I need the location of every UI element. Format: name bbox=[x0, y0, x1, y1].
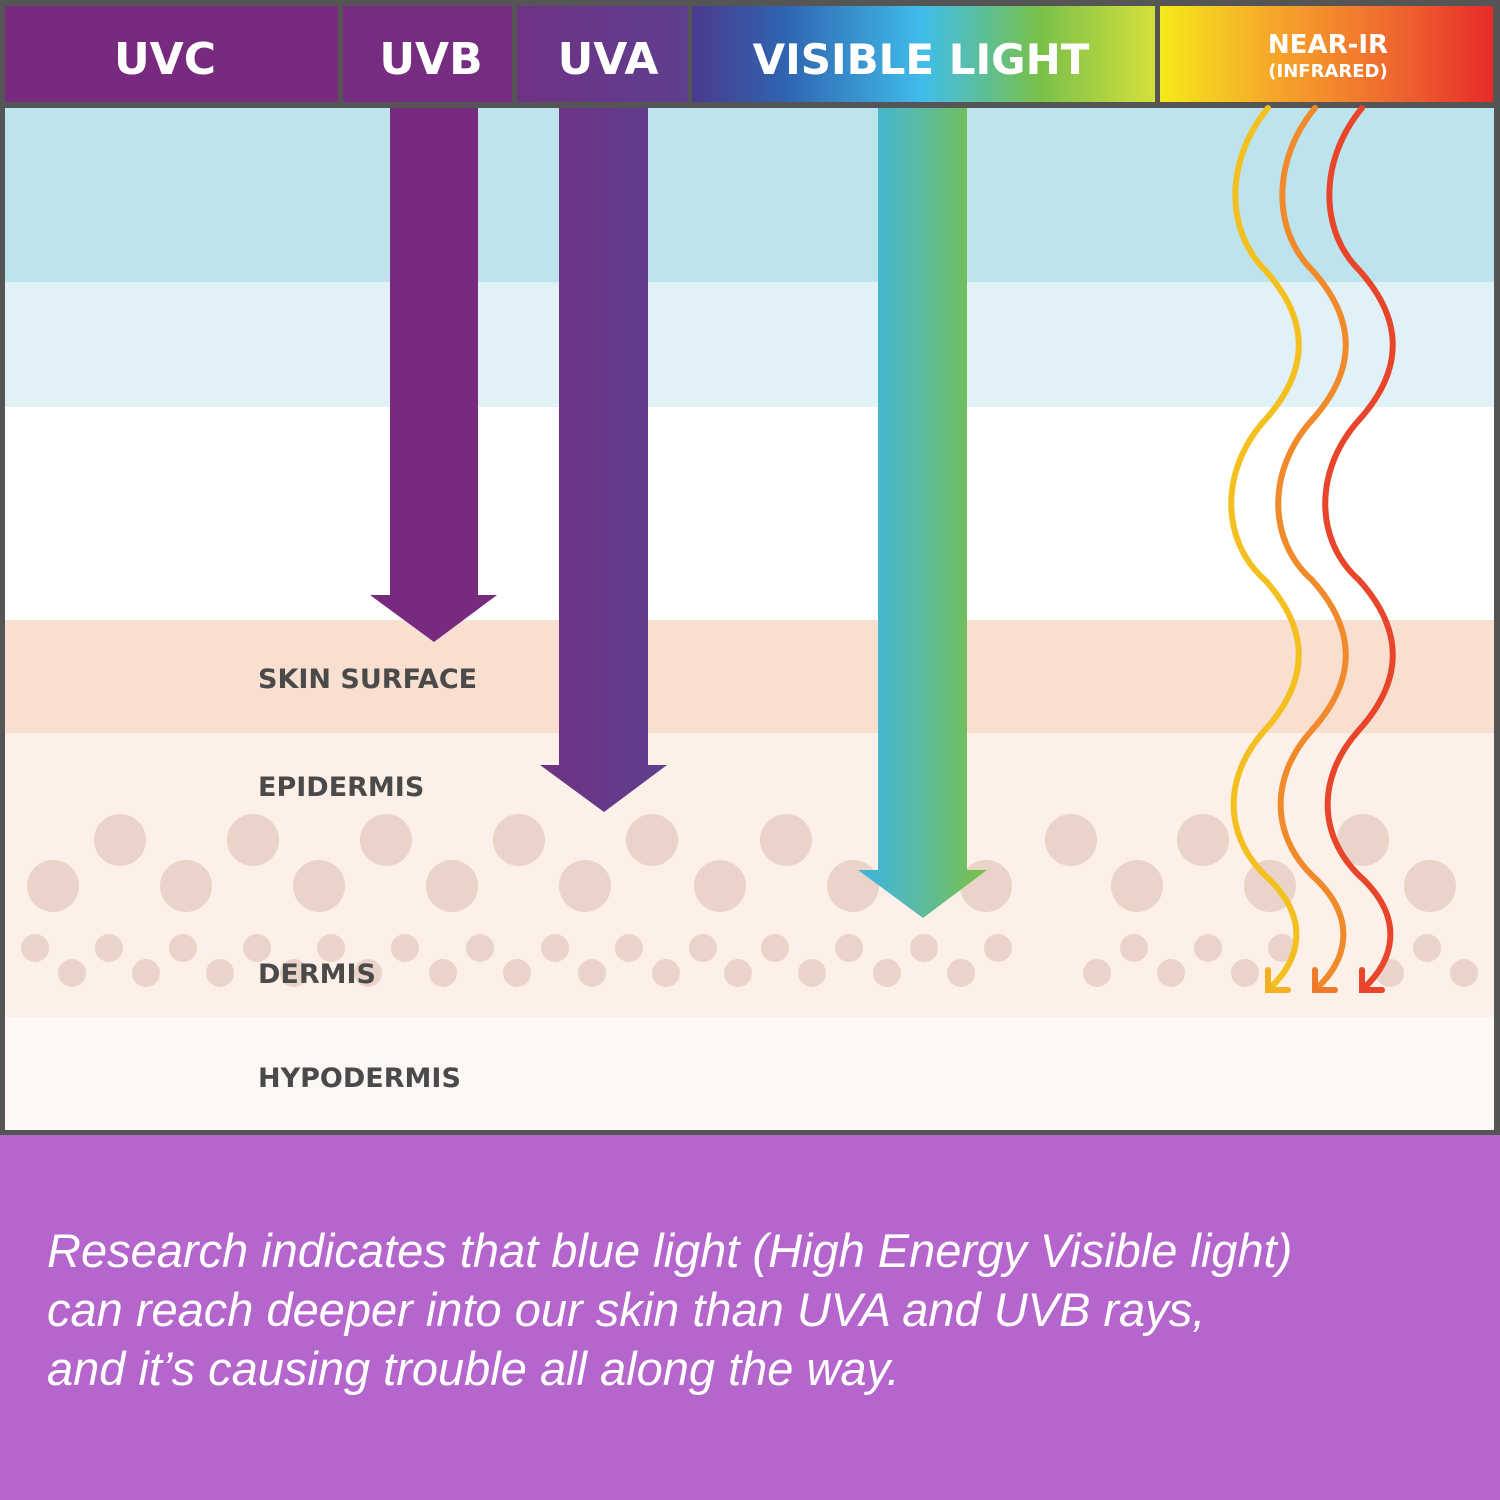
caption-line-1: Research indicates that blue light (High… bbox=[47, 1224, 1292, 1277]
skin-cell bbox=[835, 934, 863, 962]
uva-band bbox=[517, 6, 688, 102]
skin-cell bbox=[58, 959, 86, 987]
skin-cell bbox=[1450, 959, 1478, 987]
skin-cell bbox=[559, 860, 611, 912]
uvb-band bbox=[343, 6, 512, 102]
skin-cell bbox=[1231, 959, 1259, 987]
ir-wave-red bbox=[1322, 105, 1396, 991]
ir-wave-orange bbox=[1275, 105, 1349, 991]
skin-cell bbox=[503, 959, 531, 987]
skin-cells bbox=[21, 814, 1478, 987]
near-ir-waves bbox=[1228, 105, 1396, 993]
skin-surface-label: SKIN SURFACE bbox=[258, 664, 477, 695]
sky-layer-dark bbox=[5, 108, 1494, 282]
near-ir-label: NEAR-IR bbox=[1268, 30, 1388, 60]
hypodermis-layer bbox=[5, 1017, 1494, 1130]
skin-cell bbox=[280, 959, 308, 987]
visible-light-arrow bbox=[858, 108, 987, 918]
skin-cell bbox=[689, 934, 717, 962]
ir-arrowhead-red bbox=[1359, 967, 1385, 993]
skin-cell bbox=[493, 814, 545, 866]
skin-cell bbox=[1083, 959, 1111, 987]
epidermis-label: EPIDERMIS bbox=[258, 772, 424, 803]
skin-cell bbox=[760, 814, 812, 866]
spectrum-header: UVC UVB UVA VISIBLE LIGHT NEAR-IR (INFRA… bbox=[5, 6, 1493, 102]
skin-cell bbox=[798, 959, 826, 987]
uvc-band bbox=[5, 6, 338, 102]
skin-cell bbox=[94, 814, 146, 866]
skin-cell bbox=[626, 814, 678, 866]
skin-cell bbox=[426, 860, 478, 912]
skin-cell bbox=[1404, 860, 1456, 912]
skin-cell bbox=[1337, 814, 1389, 866]
skin-cell bbox=[615, 934, 643, 962]
skin-cell bbox=[1177, 814, 1229, 866]
skin-cell bbox=[227, 814, 279, 866]
skin-cell bbox=[947, 959, 975, 987]
skin-cell bbox=[354, 959, 382, 987]
skin-cell bbox=[1413, 934, 1441, 962]
skin-cell bbox=[360, 814, 412, 866]
skin-cell bbox=[466, 934, 494, 962]
uvc-label: UVC bbox=[114, 34, 216, 85]
near-ir-band bbox=[1160, 6, 1493, 102]
skin-cell bbox=[243, 934, 271, 962]
skin-cell bbox=[206, 959, 234, 987]
caption-line-2: can reach deeper into our skin than UVA … bbox=[47, 1283, 1205, 1336]
skin-cell bbox=[1120, 934, 1148, 962]
skin-cell bbox=[984, 934, 1012, 962]
skin-cell bbox=[578, 959, 606, 987]
skin-cell bbox=[1045, 814, 1097, 866]
ir-wave-yellow bbox=[1228, 105, 1302, 991]
visible-band bbox=[692, 6, 1155, 102]
skin-cell bbox=[694, 860, 746, 912]
skin-cell bbox=[541, 934, 569, 962]
skin-cell bbox=[910, 934, 938, 962]
skin-cell bbox=[169, 934, 197, 962]
skin-cell bbox=[391, 934, 419, 962]
sky-layer-light bbox=[5, 282, 1494, 407]
skin-cell bbox=[27, 860, 79, 912]
skin-cell bbox=[652, 959, 680, 987]
ir-arrowhead-orange bbox=[1312, 967, 1338, 993]
skin-cell bbox=[1111, 860, 1163, 912]
ir-arrowhead-yellow bbox=[1265, 967, 1291, 993]
uvb-label: UVB bbox=[379, 34, 482, 85]
uva-label: UVA bbox=[558, 34, 659, 85]
skin-cell bbox=[1268, 934, 1296, 962]
dermis-label: DERMIS bbox=[258, 959, 376, 990]
visible-light-label: VISIBLE LIGHT bbox=[753, 35, 1090, 84]
caption-panel bbox=[0, 1135, 1500, 1500]
skin-cell bbox=[827, 860, 879, 912]
uvb-arrow bbox=[370, 108, 497, 642]
skin-cell bbox=[724, 959, 752, 987]
skin-cell bbox=[21, 934, 49, 962]
skin-surface-layer bbox=[5, 620, 1494, 733]
skin-cell bbox=[1157, 959, 1185, 987]
caption-line-3: and it’s causing trouble all along the w… bbox=[47, 1342, 900, 1395]
skin-cell bbox=[160, 860, 212, 912]
uva-arrow bbox=[540, 108, 667, 812]
skin-cell bbox=[1194, 934, 1222, 962]
skin-cell bbox=[761, 934, 789, 962]
hypodermis-label: HYPODERMIS bbox=[258, 1063, 461, 1094]
skin-cell bbox=[429, 959, 457, 987]
skin-cell bbox=[873, 959, 901, 987]
skin-cell bbox=[95, 934, 123, 962]
skin-cell bbox=[960, 860, 1012, 912]
skin-cell bbox=[293, 860, 345, 912]
skin-cell bbox=[317, 934, 345, 962]
skin-cell bbox=[132, 959, 160, 987]
infrared-label: (INFRARED) bbox=[1268, 61, 1387, 82]
